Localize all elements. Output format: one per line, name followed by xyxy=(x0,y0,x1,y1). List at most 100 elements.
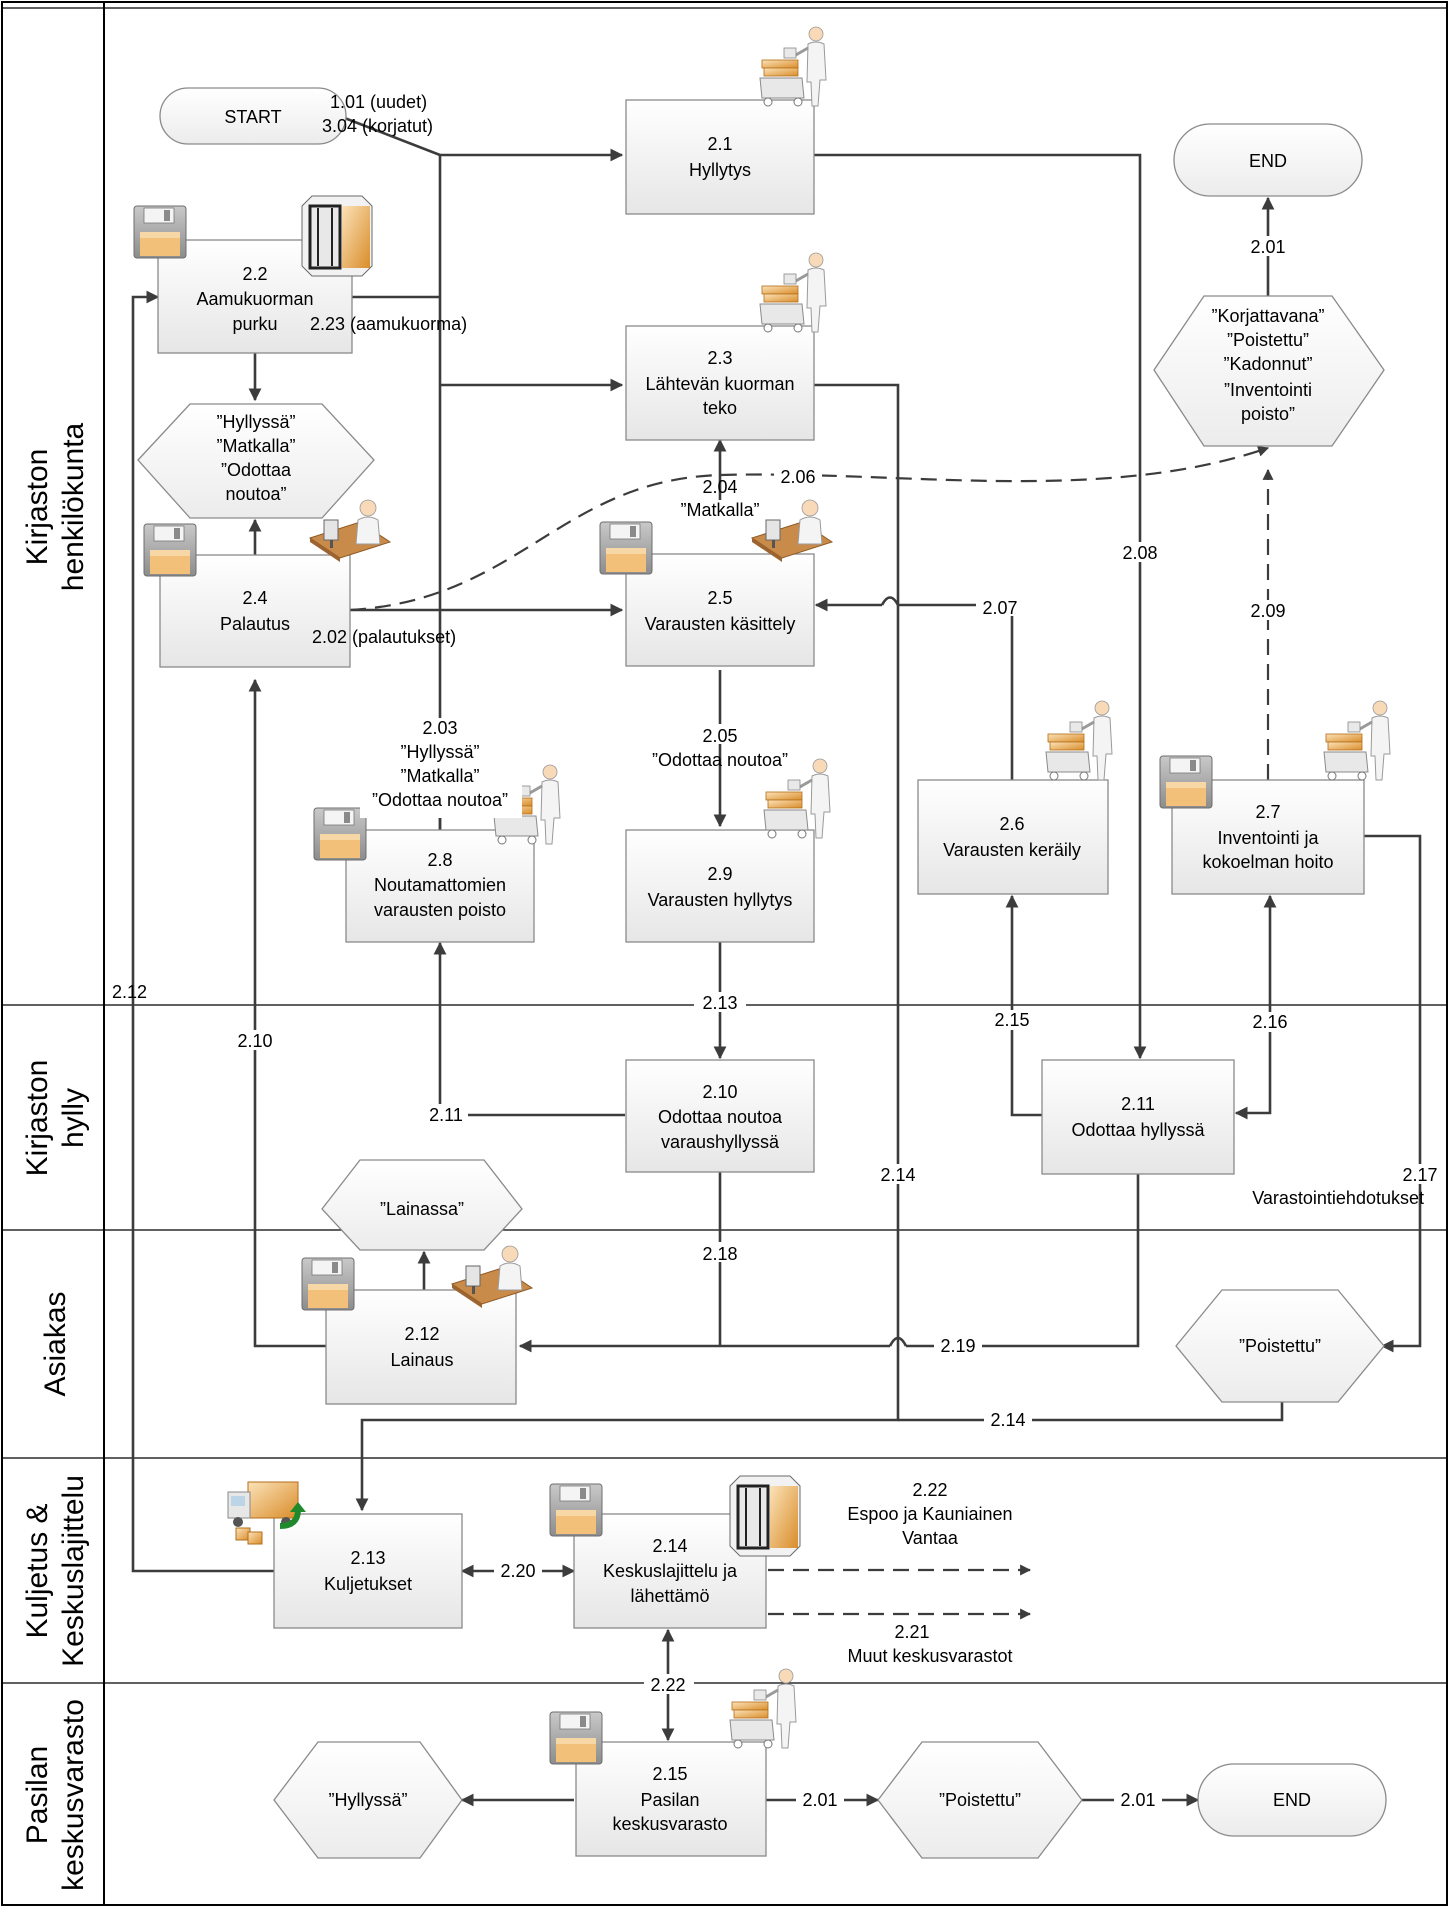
lane-label-henkilokunta: Kirjaston henkilökunta xyxy=(21,422,90,591)
svg-text:2.21: 2.21 xyxy=(894,1622,929,1642)
svg-text:”Korjattavana”: ”Korjattavana” xyxy=(1211,306,1324,326)
svg-text:”Kadonnut”: ”Kadonnut” xyxy=(1223,354,1312,374)
svg-text:noutoa”: noutoa” xyxy=(225,484,286,504)
svg-text:keskusvarasto: keskusvarasto xyxy=(612,1814,727,1834)
svg-text:Varastointiehdotukset: Varastointiehdotukset xyxy=(1252,1188,1424,1208)
connectors xyxy=(131,115,1422,1807)
svg-text:2.03: 2.03 xyxy=(422,718,457,738)
svg-text:Odottaa hyllyssä: Odottaa hyllyssä xyxy=(1071,1120,1205,1140)
svg-text:2.14: 2.14 xyxy=(990,1410,1025,1430)
cart-worker-icon xyxy=(1322,699,1392,782)
floppy-disk-icon xyxy=(301,1257,355,1311)
floppy-disk-icon xyxy=(133,205,187,259)
svg-text:3.04 (korjatut): 3.04 (korjatut) xyxy=(322,116,433,136)
floppy-disk-icon xyxy=(143,523,197,577)
svg-text:Hyllytys: Hyllytys xyxy=(689,160,751,180)
svg-text:Varausten käsittely: Varausten käsittely xyxy=(645,614,796,634)
state-palautus: ”Hyllyssä” ”Matkalla” ”Odottaa noutoa” xyxy=(137,403,375,519)
process-2-10: 2.10 Odottaa noutoa varaushyllyssä xyxy=(625,1059,815,1173)
svg-text:Pasilan: Pasilan xyxy=(21,1746,54,1844)
svg-text:2.10: 2.10 xyxy=(702,1082,737,1102)
svg-text:2.14: 2.14 xyxy=(880,1165,915,1185)
process-2-3: 2.3 Lähtevän kuorman teko xyxy=(625,251,828,441)
svg-text:2.09: 2.09 xyxy=(1250,601,1285,621)
process-2-13: 2.13 Kuljetukset xyxy=(228,1482,463,1629)
svg-text:2.23 (aamukuorma): 2.23 (aamukuorma) xyxy=(310,314,467,334)
floppy-disk-icon xyxy=(549,1711,603,1765)
process-2-8: 2.8 Noutamattomien varausten poisto xyxy=(313,763,562,943)
svg-text:2.01: 2.01 xyxy=(1120,1790,1155,1810)
svg-text:keskusvarasto: keskusvarasto xyxy=(57,1699,90,1891)
svg-text:”Poistettu”: ”Poistettu” xyxy=(939,1790,1021,1810)
svg-text:2.06: 2.06 xyxy=(780,467,815,487)
cart-worker-icon xyxy=(758,25,828,108)
svg-text:Kuljetus &: Kuljetus & xyxy=(21,1503,54,1638)
svg-text:”Poistettu”: ”Poistettu” xyxy=(1227,330,1309,350)
svg-text:Aamukuorman: Aamukuorman xyxy=(196,289,313,309)
svg-text:Vantaa: Vantaa xyxy=(902,1528,959,1548)
process-2-5: 2.5 Varausten käsittely xyxy=(599,499,833,667)
server-rack-icon xyxy=(300,194,374,278)
cart-worker-icon xyxy=(1044,699,1114,782)
svg-text:”Hyllyssä”: ”Hyllyssä” xyxy=(329,1790,408,1810)
svg-text:2.22: 2.22 xyxy=(912,1480,947,1500)
state-hyllyssa-pasila: ”Hyllyssä” xyxy=(273,1741,463,1859)
svg-text:2.18: 2.18 xyxy=(702,1244,737,1264)
svg-text:2.11: 2.11 xyxy=(429,1105,463,1125)
process-2-4: 2.4 Palautus xyxy=(143,499,391,668)
lane-label-pasila: Pasilan keskusvarasto xyxy=(21,1699,90,1891)
svg-text:2.15: 2.15 xyxy=(994,1010,1029,1030)
svg-text:2.8: 2.8 xyxy=(427,850,452,870)
svg-text:poisto”: poisto” xyxy=(1241,404,1295,424)
svg-text:Kirjaston: Kirjaston xyxy=(21,449,54,566)
svg-text:Kuljetukset: Kuljetukset xyxy=(324,1574,412,1594)
svg-text:”Matkalla”: ”Matkalla” xyxy=(680,500,759,520)
cart-worker-icon xyxy=(758,251,828,334)
dashed-connectors xyxy=(349,445,1274,1620)
svg-text:”Hyllyssä”: ”Hyllyssä” xyxy=(401,742,480,762)
svg-text:Keskuslajittelu ja: Keskuslajittelu ja xyxy=(603,1561,738,1581)
svg-text:Inventointi ja: Inventointi ja xyxy=(1217,828,1319,848)
cart-worker-icon xyxy=(762,757,832,840)
svg-text:2.6: 2.6 xyxy=(999,814,1024,834)
svg-text:2.4: 2.4 xyxy=(242,588,267,608)
svg-text:hylly: hylly xyxy=(57,1088,90,1148)
process-2-1: 2.1 Hyllytys xyxy=(625,25,828,215)
svg-text:2.2: 2.2 xyxy=(242,264,267,284)
process-2-15: 2.15 Pasilan keskusvarasto xyxy=(549,1667,798,1857)
svg-text:”Odottaa: ”Odottaa xyxy=(221,460,292,480)
svg-text:Keskuslajittelu: Keskuslajittelu xyxy=(57,1475,90,1667)
svg-text:lähettämö: lähettämö xyxy=(630,1586,709,1606)
process-2-14: 2.14 Keskuslajittelu ja lähettämö xyxy=(549,1474,802,1629)
svg-text:”Lainassa”: ”Lainassa” xyxy=(380,1199,464,1219)
svg-text:END: END xyxy=(1249,151,1287,171)
svg-text:2.15: 2.15 xyxy=(652,1764,687,1784)
svg-text:Varausten hyllytys: Varausten hyllytys xyxy=(648,890,793,910)
svg-text:Palautus: Palautus xyxy=(220,614,290,634)
svg-text:2.11: 2.11 xyxy=(1121,1094,1155,1114)
svg-text:teko: teko xyxy=(703,398,737,418)
svg-text:2.10: 2.10 xyxy=(237,1031,272,1051)
svg-text:varaushyllyssä: varaushyllyssä xyxy=(661,1132,780,1152)
svg-text:2.3: 2.3 xyxy=(707,348,732,368)
svg-text:varausten poisto: varausten poisto xyxy=(374,900,506,920)
svg-text:2.5: 2.5 xyxy=(707,588,732,608)
svg-text:2.07: 2.07 xyxy=(982,598,1017,618)
svg-text:2.04: 2.04 xyxy=(702,477,737,497)
svg-text:”Odottaa noutoa”: ”Odottaa noutoa” xyxy=(372,790,508,810)
svg-text:1.01 (uudet): 1.01 (uudet) xyxy=(330,92,427,112)
svg-text:Espoo ja Kauniainen: Espoo ja Kauniainen xyxy=(847,1504,1012,1524)
process-2-11: 2.11 Odottaa hyllyssä xyxy=(1041,1059,1235,1175)
svg-text:2.08: 2.08 xyxy=(1122,543,1157,563)
svg-text:2.02 (palautukset): 2.02 (palautukset) xyxy=(312,627,456,647)
terminal-start: START xyxy=(159,87,347,145)
floppy-disk-icon xyxy=(313,807,367,861)
floppy-disk-icon xyxy=(599,521,653,575)
desk-worker-icon xyxy=(751,499,833,563)
svg-text:”Odottaa noutoa”: ”Odottaa noutoa” xyxy=(652,750,788,770)
state-korjattavana: ”Korjattavana” ”Poistettu” ”Kadonnut” ”I… xyxy=(1153,295,1385,447)
lane-label-kuljetus: Kuljetus & Keskuslajittelu xyxy=(21,1475,90,1667)
svg-text:2.9: 2.9 xyxy=(707,864,732,884)
